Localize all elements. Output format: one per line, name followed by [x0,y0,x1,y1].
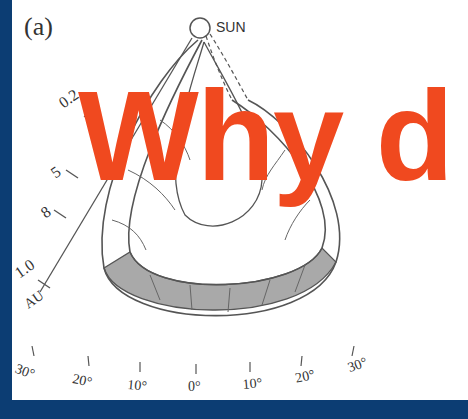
angle-label: 0° [188,380,201,394]
slide-title: Why d [78,72,452,200]
figure-panel-label: (a) [24,14,53,40]
slide-panel [12,0,468,400]
sun-label: SUN [216,20,246,34]
angle-label: 10° [242,376,263,392]
angle-label: 10° [127,378,148,394]
